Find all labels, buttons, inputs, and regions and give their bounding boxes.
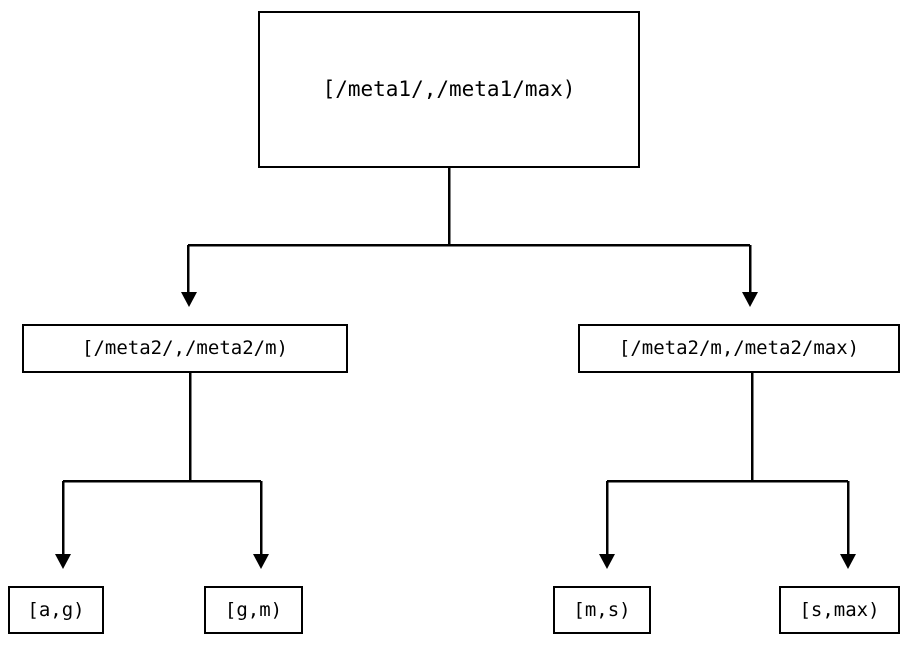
node-leaf-smax-label: [s,max) (799, 598, 880, 621)
node-meta2-low[interactable]: [/meta2/,/meta2/m) (22, 324, 348, 373)
node-leaf-gm[interactable]: [g,m) (204, 586, 303, 634)
node-leaf-ms-label: [m,s) (573, 598, 631, 621)
node-leaf-ag-label: [a,g) (27, 598, 85, 621)
arrowhead-to-leaf-ag (55, 554, 71, 569)
node-leaf-ag[interactable]: [a,g) (8, 586, 104, 634)
node-meta2-high[interactable]: [/meta2/m,/meta2/max) (578, 324, 900, 373)
arrowhead-to-leaf-gm (253, 554, 269, 569)
node-leaf-ms[interactable]: [m,s) (553, 586, 651, 634)
node-meta2-low-label: [/meta2/,/meta2/m) (82, 337, 288, 359)
arrowhead-to-leaf-smax (840, 554, 856, 569)
node-leaf-smax[interactable]: [s,max) (779, 586, 900, 634)
arrowhead-to-meta2-low (181, 292, 197, 307)
arrowhead-to-meta2-high (742, 292, 758, 307)
node-leaf-gm-label: [g,m) (224, 598, 283, 621)
node-root-label: [/meta1/,/meta1/max) (322, 77, 576, 101)
arrowhead-to-leaf-ms (599, 554, 615, 569)
node-root[interactable]: [/meta1/,/meta1/max) (258, 11, 640, 168)
node-meta2-high-label: [/meta2/m,/meta2/max) (618, 337, 860, 359)
